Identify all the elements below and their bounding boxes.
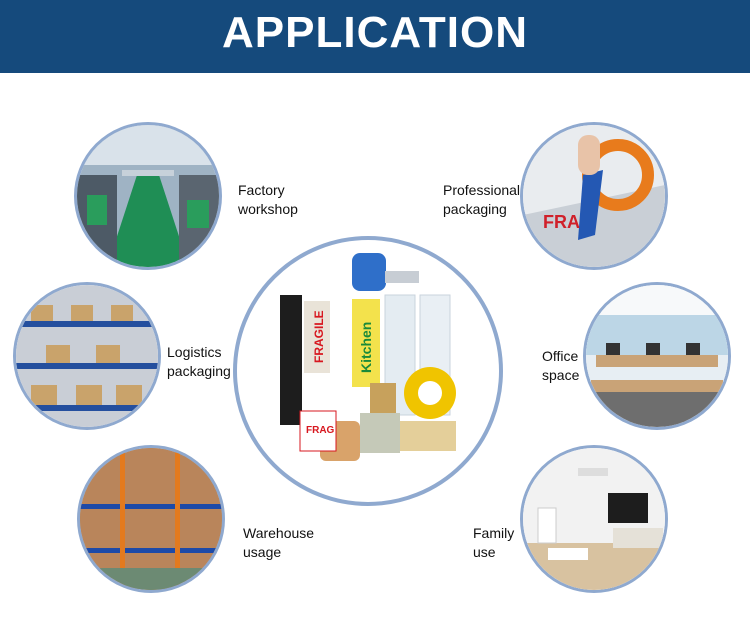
tape-products-image: FRAGILE Kitchen FRAG [240,243,496,499]
factory-workshop-image [77,125,219,267]
family-ring [520,445,668,593]
kitchen-tape-text: Kitchen [358,322,374,373]
office-ring [583,282,731,430]
center-ring [233,236,503,506]
office-space-image [586,285,728,427]
page-title: APPLICATION [222,8,528,57]
logistics-packaging-image [16,285,158,427]
tape-print-text: FRA [543,212,580,232]
frag-tape-text: FRAG [306,425,335,436]
logistics-ring [13,282,161,430]
professional-ring [520,122,668,270]
warehouse-ring [77,445,225,593]
warehouse-usage-image [80,448,222,590]
fragile-tape-text: FRAGILE [312,310,326,363]
family-use-image [523,448,665,590]
header-banner: APPLICATION [0,0,750,73]
factory-ring [74,122,222,270]
professional-packaging-image: FRA [523,125,665,267]
